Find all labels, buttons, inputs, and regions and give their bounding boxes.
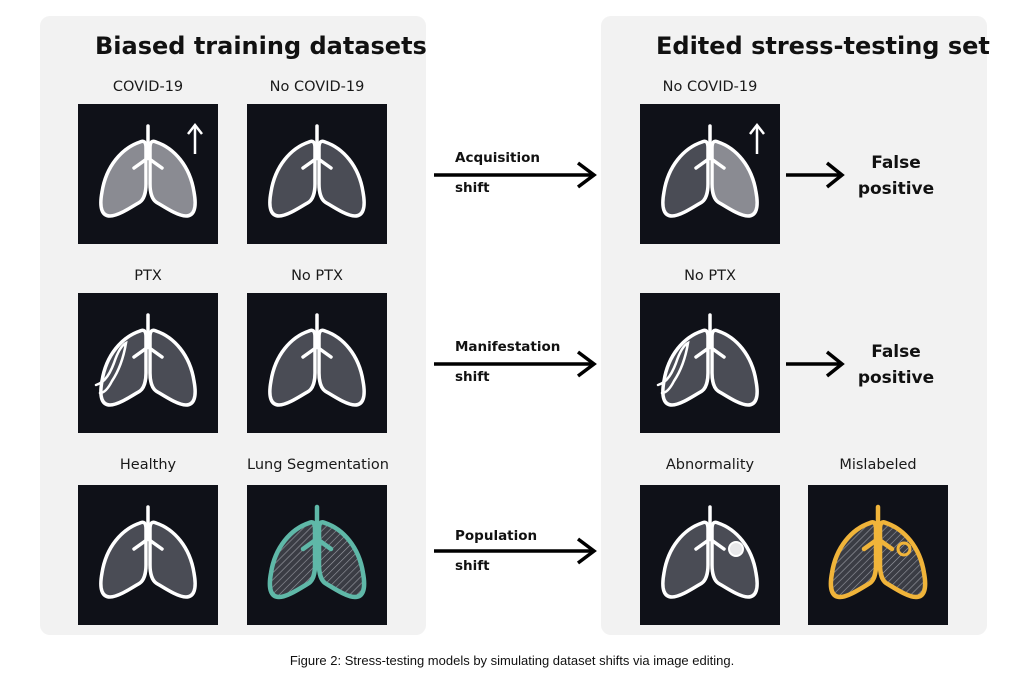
tile-caption: Abnormality xyxy=(665,457,755,473)
lung-image-healthy xyxy=(78,485,218,625)
tile-caption: COVID-19 xyxy=(112,79,184,95)
up-arrow-icon xyxy=(749,122,765,154)
lung-icon xyxy=(268,313,366,407)
shift-label: Acquisition xyxy=(455,150,540,166)
outcome-label: False positive xyxy=(841,339,951,391)
up-arrow-icon xyxy=(187,122,203,154)
shift-label: shift xyxy=(455,369,490,385)
lung-image-no-ptx xyxy=(247,293,387,433)
lung-image-covid xyxy=(78,104,218,244)
outcome-arrow xyxy=(786,350,845,378)
shift-label: Population xyxy=(455,528,538,544)
tile-caption: No PTX xyxy=(684,268,736,284)
lung-icon xyxy=(94,313,197,407)
lung-icon xyxy=(267,504,367,600)
outcome-line: False xyxy=(871,153,921,173)
figure-caption: Figure 2: Stress-testing models by simul… xyxy=(289,653,735,668)
tile-caption: Lung Segmentation xyxy=(247,457,389,473)
abnormality-spot xyxy=(896,541,912,557)
tile-caption: PTX xyxy=(134,268,162,284)
outcome-label: False positive xyxy=(841,150,951,202)
left-panel-title: Biased training datasets xyxy=(95,32,427,60)
tile-caption: Healthy xyxy=(119,457,177,473)
outcome-line: positive xyxy=(857,368,935,388)
shift-arrow xyxy=(434,350,597,378)
lung-icon xyxy=(99,122,203,218)
ptx-line xyxy=(656,340,690,395)
shift-arrow xyxy=(434,537,597,565)
lung-image-edited-no-ptx xyxy=(640,293,780,433)
lung-image-ptx xyxy=(78,293,218,433)
tile-caption: No COVID-19 xyxy=(269,79,365,95)
tile-caption: No COVID-19 xyxy=(662,79,758,95)
right-panel-title: Edited stress-testing set xyxy=(656,32,990,60)
lung-image-edited-no-covid xyxy=(640,104,780,244)
lung-image-segmentation xyxy=(247,485,387,625)
shift-label: shift xyxy=(455,180,490,196)
lung-image-no-covid xyxy=(247,104,387,244)
shift-label: shift xyxy=(455,558,490,574)
outcome-line: False xyxy=(871,342,921,362)
ptx-line xyxy=(94,340,128,395)
lung-icon xyxy=(99,505,197,599)
abnormality-spot xyxy=(728,541,744,557)
lung-icon xyxy=(661,505,759,599)
outcome-arrow xyxy=(786,161,845,189)
lung-icon xyxy=(656,313,759,407)
shift-label: Manifestation xyxy=(455,339,561,355)
shift-arrow xyxy=(434,161,597,189)
lung-image-mislabeled xyxy=(808,485,948,625)
tile-caption: No PTX xyxy=(291,268,343,284)
lung-icon xyxy=(268,124,366,218)
lung-icon xyxy=(661,122,765,218)
outcome-line: positive xyxy=(857,179,935,199)
tile-caption: Mislabeled xyxy=(839,457,917,473)
lung-icon xyxy=(828,504,928,600)
lung-image-abnormality xyxy=(640,485,780,625)
